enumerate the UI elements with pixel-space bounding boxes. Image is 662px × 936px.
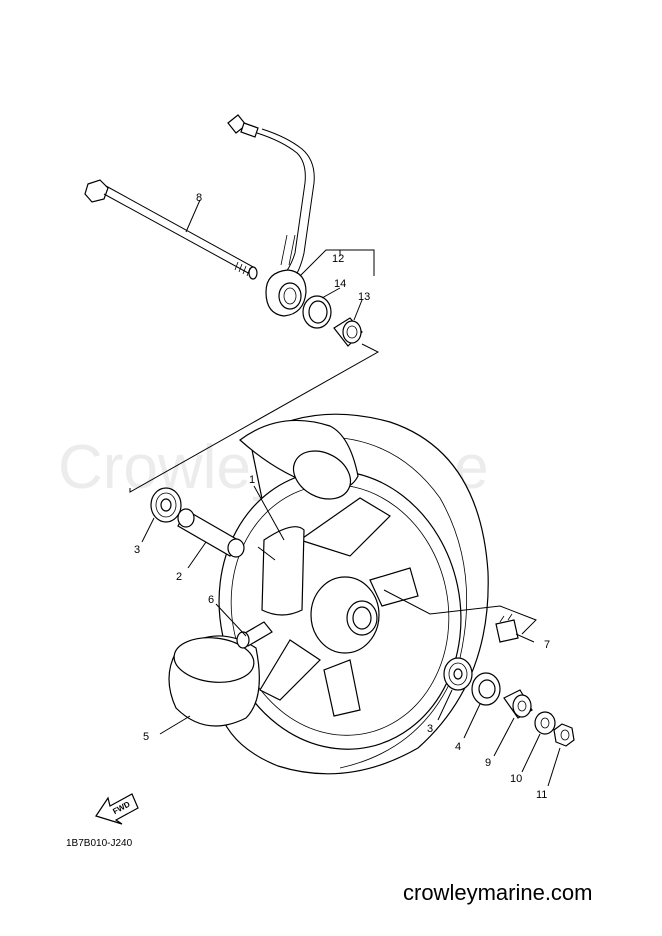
callout-10: 10	[510, 773, 522, 785]
bearing-part-3-left	[150, 487, 182, 523]
leader-lines	[141, 199, 561, 787]
oil-seal-part-4	[471, 672, 501, 706]
speedometer-drive-part-13	[333, 317, 363, 347]
speedometer-cable	[227, 114, 315, 284]
callout-5: 5	[143, 731, 149, 743]
callout-3-left: 3	[134, 544, 140, 556]
collar-part-9	[503, 689, 533, 719]
footer-url: crowleymarine.com	[403, 880, 593, 905]
callout-labels: 1 2 3 3 4 5 6 7 8 9 10 11 12 13 14	[134, 192, 550, 801]
callout-2: 2	[176, 571, 182, 583]
callout-14: 14	[334, 278, 346, 290]
callout-12: 12	[332, 253, 344, 265]
washer-part-10	[534, 711, 556, 735]
callout-7: 7	[544, 639, 550, 651]
callout-9: 9	[485, 757, 491, 769]
callout-4: 4	[455, 741, 461, 753]
collar-part-2	[177, 508, 245, 558]
nut-part-11	[553, 723, 575, 747]
callout-1: 1	[249, 474, 255, 486]
speedometer-gear-unit-12	[265, 269, 307, 317]
fwd-arrow-icon: FWD	[95, 793, 139, 825]
diagram-code: 1B7B010-J240	[66, 838, 133, 849]
oil-seal-part-14	[302, 295, 332, 329]
wheel-assembly-part-1	[217, 413, 489, 775]
callout-6: 6	[208, 594, 214, 606]
callout-13: 13	[358, 291, 370, 303]
callout-3-right: 3	[427, 723, 433, 735]
tire-part-5	[168, 635, 260, 727]
bearing-part-3-right	[443, 657, 473, 691]
balance-weight-part-7	[495, 613, 519, 643]
callout-11: 11	[536, 789, 547, 801]
axle-part-8	[84, 179, 258, 280]
valve-part-6	[236, 621, 273, 649]
callout-8: 8	[196, 192, 202, 204]
